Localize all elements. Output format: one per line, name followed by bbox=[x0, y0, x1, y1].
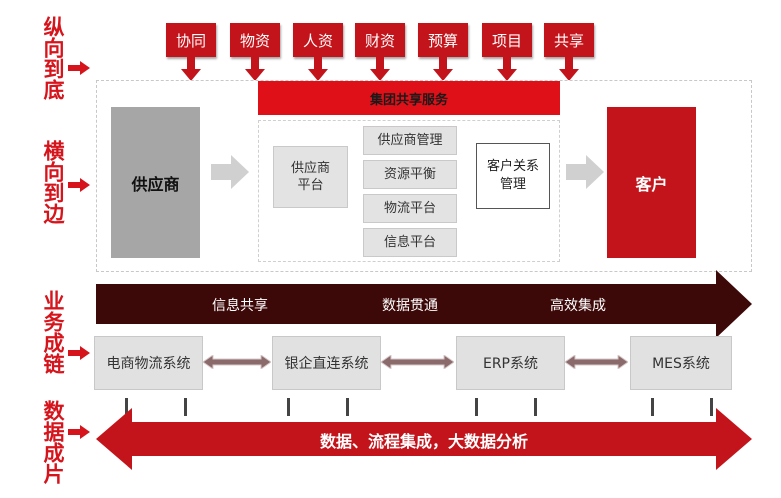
connector-tick bbox=[184, 398, 187, 416]
module-box-budget: 预算 bbox=[418, 23, 468, 57]
module-box-project: 项目 bbox=[482, 23, 532, 57]
middle-module-logistics-platform: 物流平台 bbox=[363, 194, 457, 223]
module-box-collaboration: 协同 bbox=[166, 23, 216, 57]
connector-tick bbox=[125, 398, 128, 416]
double-arrow-icon bbox=[381, 355, 454, 369]
side-label-vertical: 纵向到底 bbox=[41, 16, 65, 100]
system-ecommerce-logistics: 电商物流系统 bbox=[94, 336, 203, 390]
system-mes: MES系统 bbox=[630, 336, 732, 390]
down-arrow-icon bbox=[245, 57, 265, 81]
right-arrow-icon bbox=[211, 155, 249, 189]
inner-platform-panel bbox=[258, 120, 560, 262]
module-box-shared: 共享 bbox=[544, 23, 594, 57]
side-arrow-icon bbox=[68, 61, 90, 75]
connector-tick bbox=[534, 398, 537, 416]
middle-module-supplier-management: 供应商管理 bbox=[363, 126, 457, 155]
middle-module-information-platform: 信息平台 bbox=[363, 228, 457, 257]
supplier-platform-box: 供应商平台 bbox=[273, 146, 348, 208]
module-box-hr: 人资 bbox=[293, 23, 343, 57]
side-label-business-chain: 业务成链 bbox=[41, 290, 65, 374]
down-arrow-icon bbox=[433, 57, 453, 81]
crm-box: 客户关系管理 bbox=[476, 143, 550, 209]
business-chain-arrow bbox=[96, 270, 752, 338]
chain-label-data-integration: 数据贯通 bbox=[382, 298, 438, 314]
down-arrow-icon bbox=[181, 57, 201, 81]
connector-tick bbox=[710, 398, 713, 416]
side-label-data: 数据成片 bbox=[41, 400, 65, 484]
side-arrow-icon bbox=[68, 425, 90, 439]
module-box-finance: 财资 bbox=[355, 23, 405, 57]
side-label-horizontal: 横向到边 bbox=[41, 140, 65, 224]
crm-label: 客户关系管理 bbox=[486, 159, 539, 192]
connector-tick bbox=[346, 398, 349, 416]
connector-tick bbox=[651, 398, 654, 416]
down-arrow-icon bbox=[559, 57, 579, 81]
side-arrow-icon bbox=[68, 346, 90, 360]
shared-service-bar: 集团共享服务 bbox=[258, 81, 560, 115]
chain-label-info-sharing: 信息共享 bbox=[212, 298, 268, 314]
side-arrow-icon bbox=[68, 178, 90, 192]
right-arrow-icon bbox=[566, 155, 604, 189]
double-arrow-icon bbox=[203, 355, 271, 369]
down-arrow-icon bbox=[308, 57, 328, 81]
connector-tick bbox=[287, 398, 290, 416]
data-band-arrow bbox=[96, 408, 752, 470]
data-band-label: 数据、流程集成，大数据分析 bbox=[319, 432, 528, 451]
down-arrow-icon bbox=[370, 57, 390, 81]
supplier-box: 供应商 bbox=[111, 107, 200, 258]
customer-box: 客户 bbox=[607, 107, 696, 258]
module-box-materials: 物资 bbox=[230, 23, 280, 57]
system-bank-direct: 银企直连系统 bbox=[272, 336, 381, 390]
system-erp: ERP系统 bbox=[456, 336, 565, 390]
supplier-platform-line1: 供应商平台 bbox=[290, 161, 330, 193]
connector-tick bbox=[475, 398, 478, 416]
double-arrow-icon bbox=[565, 355, 628, 369]
middle-module-resource-balance: 资源平衡 bbox=[363, 160, 457, 189]
down-arrow-icon bbox=[497, 57, 517, 81]
chain-label-efficient-integration: 高效集成 bbox=[550, 298, 606, 314]
